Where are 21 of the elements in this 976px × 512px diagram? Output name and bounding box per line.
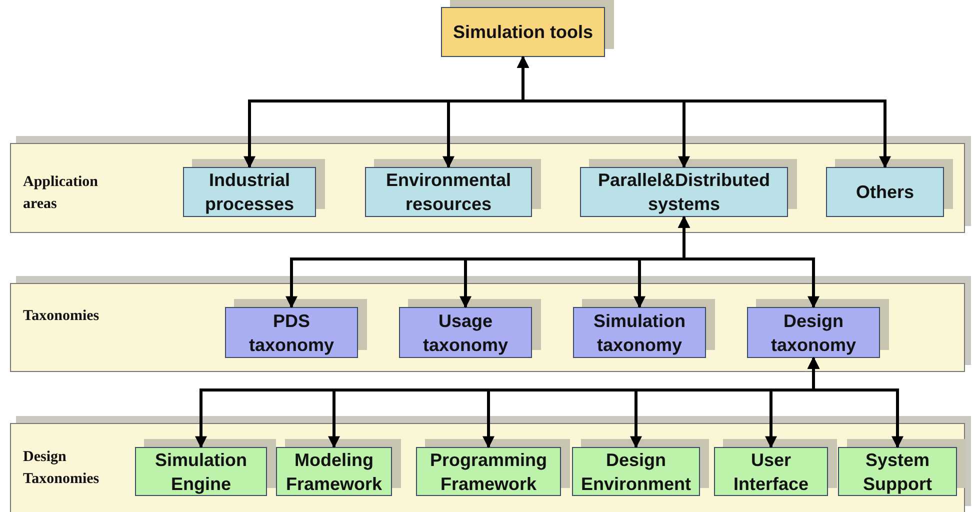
category-box: Environmental resources	[365, 167, 532, 217]
connector-arrow	[517, 56, 891, 168]
category-box: Simulation Engine	[135, 447, 267, 496]
band-heading: Design Taxonomies	[23, 448, 100, 489]
category-box: Usage taxonomy	[399, 307, 532, 358]
category-box: Parallel&Distributed systems	[580, 167, 788, 217]
band-heading: Taxonomies	[23, 307, 100, 326]
band-heading: Application areas	[23, 173, 100, 214]
category-box: User Interface	[714, 447, 828, 496]
category-box: Others	[826, 167, 944, 217]
category-box: PDS taxonomy	[225, 307, 358, 358]
category-box: Industrial processes	[183, 167, 316, 217]
category-box: Modeling Framework	[276, 447, 392, 496]
category-box: Simulation taxonomy	[573, 307, 706, 358]
category-box: System Support	[838, 447, 957, 496]
category-box: Programming Framework	[416, 447, 561, 496]
category-box: Design taxonomy	[747, 307, 880, 358]
connector-arrow	[678, 216, 820, 308]
connector-arrow	[808, 356, 904, 448]
root-box: Simulation tools	[441, 7, 605, 57]
category-box: Design Environment	[572, 447, 700, 496]
